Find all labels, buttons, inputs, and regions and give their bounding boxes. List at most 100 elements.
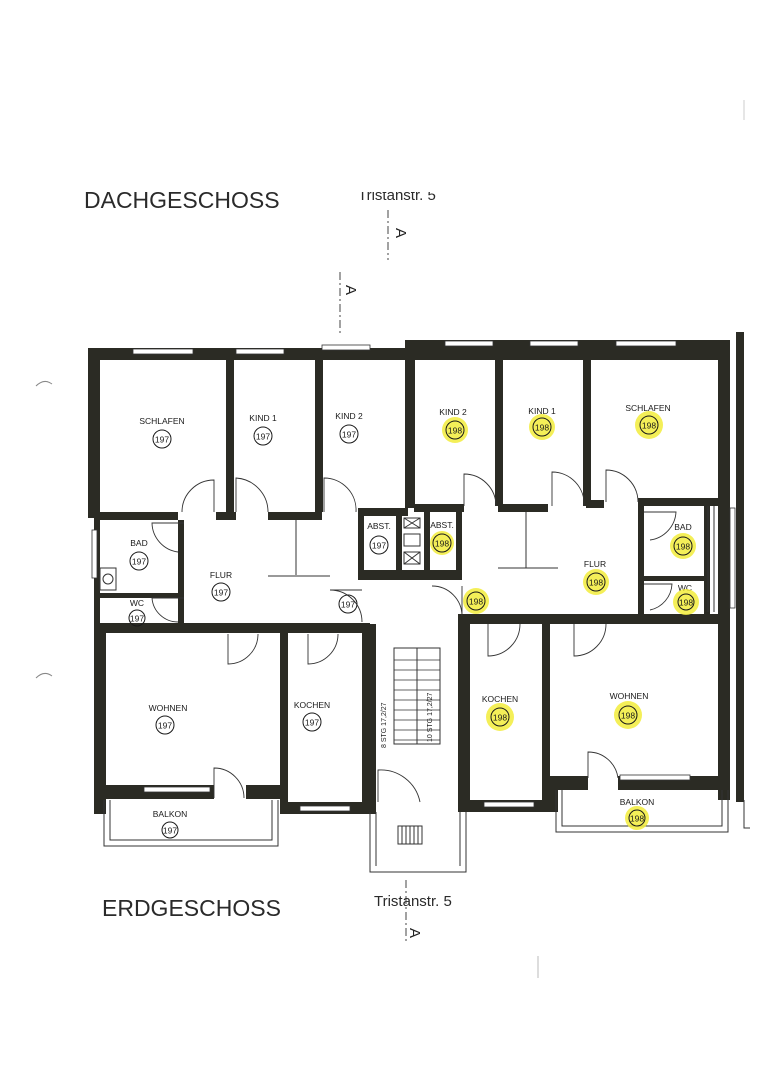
svg-text:SCHLAFEN: SCHLAFEN — [625, 403, 670, 413]
unit-number-marker — [253, 426, 273, 446]
section-marker-upper: A — [339, 272, 359, 335]
room-wc-197: WC 197 — [128, 598, 146, 627]
svg-text:WC: WC — [678, 583, 692, 593]
room-abst-198: ABST. 198 — [430, 520, 454, 555]
door-swings — [151, 469, 677, 803]
svg-text:A: A — [342, 285, 359, 295]
room-wohnen-197: WOHNEN 197 — [149, 703, 188, 735]
room-schlafen-198: SCHLAFEN 198 — [625, 403, 671, 439]
highlight-marker — [614, 701, 642, 729]
unit-number-marker — [211, 582, 231, 602]
svg-text:198: 198 — [589, 577, 603, 587]
unit-number-marker — [466, 591, 486, 611]
room-kochen-198: KOCHEN 198 — [482, 694, 518, 731]
room-kochen-197: KOCHEN 197 — [294, 700, 330, 732]
svg-text:198: 198 — [621, 710, 635, 720]
room-balkon-197: BALKON 197 — [153, 809, 188, 839]
unit-number-marker — [673, 536, 693, 556]
stair-label-left: 8 STG 17,2/27 — [381, 702, 388, 748]
room-kind2-198: KIND 2 198 — [439, 407, 468, 443]
room-bad-197: BAD 197 — [129, 538, 149, 571]
highlight-marker — [430, 531, 454, 555]
highlight-marker — [635, 411, 663, 439]
svg-text:WC: WC — [130, 598, 144, 608]
unit-number-marker — [445, 420, 465, 440]
svg-text:198: 198 — [630, 813, 644, 823]
svg-text:197: 197 — [305, 717, 319, 727]
svg-text:198: 198 — [435, 538, 449, 548]
svg-text:197: 197 — [372, 540, 386, 550]
section-marker-bottom: A — [405, 880, 423, 942]
room-flur-197: FLUR 197 — [210, 570, 232, 602]
floor-address: Tristanstr. 5 — [374, 893, 452, 910]
unit-number-marker — [532, 417, 552, 437]
svg-text:198: 198 — [642, 420, 656, 430]
stair-label-right: 10 STG 17,2/27 — [427, 692, 434, 742]
unit-number-marker — [338, 594, 358, 614]
svg-text:198: 198 — [448, 425, 462, 435]
room-balkon-198: BALKON 198 — [620, 797, 655, 830]
walls — [88, 332, 744, 814]
unit-number-marker — [152, 429, 172, 449]
svg-text:WOHNEN: WOHNEN — [149, 703, 188, 713]
unit-number-marker — [302, 712, 322, 732]
svg-text:197: 197 — [214, 587, 228, 597]
svg-text:SCHLAFEN: SCHLAFEN — [139, 416, 184, 426]
svg-text:197: 197 — [256, 431, 270, 441]
svg-text:197: 197 — [132, 556, 146, 566]
unit-number-marker — [339, 424, 359, 444]
svg-text:197: 197 — [341, 599, 355, 609]
unit-number-marker — [128, 609, 146, 627]
svg-text:KIND 1: KIND 1 — [528, 406, 556, 416]
svg-text:WOHNEN: WOHNEN — [610, 691, 649, 701]
svg-text:A: A — [406, 928, 423, 938]
room-bad-198: BAD 198 — [670, 522, 696, 559]
entrance-197: 197 — [338, 594, 358, 614]
svg-text:197: 197 — [130, 613, 144, 623]
svg-text:KIND 1: KIND 1 — [249, 413, 277, 423]
unit-number-marker — [161, 821, 179, 839]
unit-number-marker — [155, 715, 175, 735]
section-marker-top: A — [387, 210, 409, 260]
svg-text:KIND 2: KIND 2 — [335, 411, 363, 421]
room-abst-197: ABST. 197 — [367, 521, 391, 555]
room-kind1-197: KIND 1 197 — [249, 413, 277, 446]
svg-text:ABST.: ABST. — [367, 521, 391, 531]
room-kind2-197: KIND 2 197 — [335, 411, 363, 444]
svg-text:KOCHEN: KOCHEN — [294, 700, 330, 710]
svg-text:197: 197 — [342, 429, 356, 439]
svg-text:BAD: BAD — [130, 538, 147, 548]
room-schlafen-197: SCHLAFEN 197 — [139, 416, 185, 449]
svg-text:ABST.: ABST. — [430, 520, 454, 530]
svg-text:FLUR: FLUR — [210, 570, 232, 580]
svg-text:197: 197 — [155, 434, 169, 444]
svg-text:197: 197 — [163, 825, 177, 835]
svg-text:197: 197 — [158, 720, 172, 730]
svg-text:A: A — [392, 228, 409, 238]
entrance-198: 198 — [463, 588, 489, 614]
unit-number-marker — [639, 415, 659, 435]
svg-text:198: 198 — [493, 712, 507, 722]
svg-text:FLUR: FLUR — [584, 559, 606, 569]
room-flur-198: FLUR 198 — [583, 559, 609, 595]
svg-text:BAD: BAD — [674, 522, 691, 532]
svg-text:KIND 2: KIND 2 — [439, 407, 467, 417]
highlight-marker — [486, 703, 514, 731]
unit-number-marker — [432, 533, 452, 553]
svg-text:198: 198 — [469, 596, 483, 606]
highlight-marker — [673, 589, 699, 615]
svg-text:BALKON: BALKON — [153, 809, 188, 819]
svg-text:BALKON: BALKON — [620, 797, 655, 807]
unit-number-marker — [586, 572, 606, 592]
room-kind1-198: KIND 1 198 — [528, 406, 556, 440]
svg-text:KOCHEN: KOCHEN — [482, 694, 518, 704]
unit-number-marker — [490, 707, 510, 727]
svg-text:198: 198 — [676, 541, 690, 551]
unit-number-marker — [677, 593, 695, 611]
unit-number-marker — [628, 809, 646, 827]
svg-text:198: 198 — [679, 597, 693, 607]
room-wc-198: WC 198 — [673, 583, 699, 615]
unit-number-marker — [129, 551, 149, 571]
room-wohnen-198: WOHNEN 198 — [610, 691, 649, 729]
